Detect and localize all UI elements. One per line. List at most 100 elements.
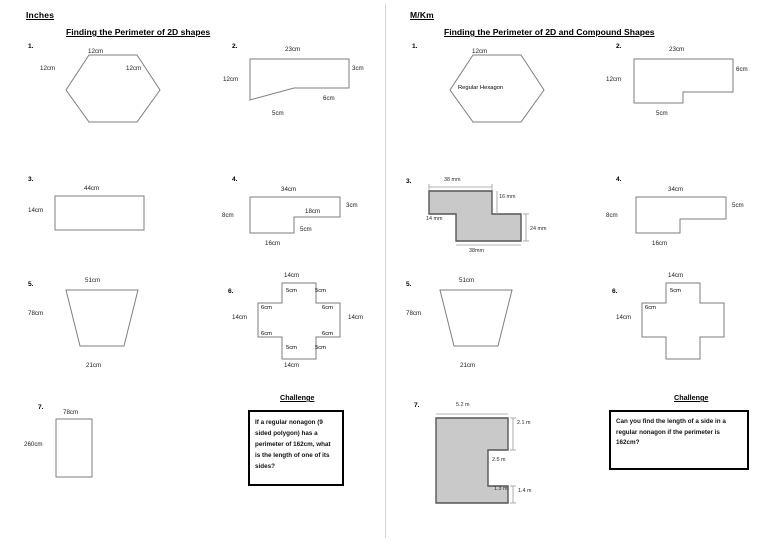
left-q4-step-shape xyxy=(249,196,341,234)
left-q5-number: 5. xyxy=(28,281,34,288)
left-panel: Inches Finding the Perimeter of 2D shape… xyxy=(24,10,364,486)
right-q5-trapezium xyxy=(439,289,513,347)
left-q6-mid-left-lower-label: 6cm xyxy=(261,331,272,337)
right-q4-number: 4. xyxy=(616,176,622,183)
left-q4-left-label: 8cm xyxy=(222,212,234,219)
right-q2-top-label: 23cm xyxy=(669,46,685,53)
right-unit-label: M/Km xyxy=(410,10,434,20)
right-q7-right-lower-label: 1.4 m xyxy=(518,488,532,494)
left-challenge-text: If a regular nonagon (9 sided polygon) h… xyxy=(255,419,331,471)
left-q3-number: 3. xyxy=(28,176,34,183)
left-q6-bottom-right-label: 5cm xyxy=(315,345,326,351)
right-q2-right-label: 6cm xyxy=(736,66,748,73)
right-q4-right-label: 5cm xyxy=(732,202,744,209)
right-q6-top-left-label: 5cm xyxy=(670,288,681,294)
right-challenge-text: Can you find the length of a side in a r… xyxy=(616,418,726,447)
left-q1-number: 1. xyxy=(28,43,34,50)
right-q1-hexagon xyxy=(449,54,545,123)
left-q6-mid-left-upper-label: 6cm xyxy=(261,305,272,311)
right-q1-top-label: 12cm xyxy=(472,48,488,55)
right-q6-number: 6. xyxy=(612,288,618,295)
left-q7-rectangle xyxy=(55,418,93,478)
left-q4-bottom-label: 16cm xyxy=(265,240,281,247)
left-unit-label: Inches xyxy=(26,10,55,20)
left-worksheet-title: Finding the Perimeter of 2D shapes xyxy=(66,27,211,37)
left-q5-trapezium xyxy=(65,289,139,347)
left-q6-cross xyxy=(257,282,341,360)
left-q6-number: 6. xyxy=(228,288,234,295)
right-challenge-box: Can you find the length of a side in a r… xyxy=(609,410,749,470)
right-q3-shaded-compound xyxy=(428,184,529,246)
right-q2-left-label: 12cm xyxy=(606,76,622,83)
left-q6-top-label: 14cm xyxy=(284,272,300,279)
left-q6-top-left-label: 5cm xyxy=(286,288,297,294)
left-challenge-heading: Challenge xyxy=(280,393,315,402)
right-q5-left-label: 78cm xyxy=(406,310,422,317)
left-q1-left-label: 12cm xyxy=(40,65,56,72)
right-q3-left-label: 14 mm xyxy=(426,216,443,222)
left-q6-bottom-label: 14cm xyxy=(284,362,300,369)
right-q7-number: 7. xyxy=(414,402,420,409)
right-q6-cross xyxy=(641,282,725,360)
right-q6-left-label: 14cm xyxy=(616,314,632,321)
left-q3-left-label: 14cm xyxy=(28,207,44,214)
right-q3-bottom-label: 38mm xyxy=(469,248,484,254)
right-worksheet-title: Finding the Perimeter of 2D and Compound… xyxy=(444,27,655,37)
right-q2-step-shape xyxy=(633,58,734,104)
left-q2-top-label: 23cm xyxy=(285,46,301,53)
left-q2-left-label: 12cm xyxy=(223,76,239,83)
right-q3-top-label: 38 mm xyxy=(444,177,461,183)
left-q6-mid-right-lower-label: 6cm xyxy=(322,331,333,337)
left-q2-bottom-label: 5cm xyxy=(272,110,284,117)
left-q5-left-label: 78cm xyxy=(28,310,44,317)
left-q4-right-label: 3cm xyxy=(346,202,358,209)
right-q2-bottom-label: 5cm xyxy=(656,110,668,117)
right-q6-mid-left-label: 6cm xyxy=(645,305,656,311)
left-q4-number: 4. xyxy=(232,176,238,183)
panel-divider xyxy=(385,4,386,538)
left-q1-top-label: 12cm xyxy=(88,48,104,55)
left-q2-slant-label: 6cm xyxy=(323,95,335,102)
right-challenge-heading: Challenge xyxy=(674,393,709,402)
left-challenge-box: If a regular nonagon (9 sided polygon) h… xyxy=(248,410,344,486)
left-q7-top-label: 78cm xyxy=(63,409,79,416)
right-q1-inner-label: Regular Hexagon xyxy=(458,85,504,91)
left-q6-right-label: 14cm xyxy=(348,314,364,321)
right-q5-top-label: 51cm xyxy=(459,277,475,284)
right-q1-number: 1. xyxy=(412,43,418,50)
left-q3-top-label: 44cm xyxy=(84,185,100,192)
left-q2-shape xyxy=(249,58,350,101)
right-q7-right-upper-label: 2.1 m xyxy=(517,420,531,426)
left-q1-right-label: 12cm xyxy=(126,65,142,72)
right-q7-top-label: 5.2 m xyxy=(456,402,470,408)
right-q5-bottom-label: 21cm xyxy=(460,362,476,369)
left-q5-top-label: 51cm xyxy=(85,277,101,284)
left-q4-top-label: 34cm xyxy=(281,186,297,193)
right-q6-top-label: 14cm xyxy=(668,272,684,279)
right-panel: M/Km Finding the Perimeter of 2D and Com… xyxy=(384,0,768,542)
left-q7-number: 7. xyxy=(38,404,44,411)
left-q6-top-right-label: 5cm xyxy=(315,288,326,294)
right-q3-number: 3. xyxy=(406,178,412,185)
right-q4-left-label: 8cm xyxy=(606,212,618,219)
left-q4-step-top-label: 18cm xyxy=(305,208,321,215)
left-q5-bottom-label: 21cm xyxy=(86,362,102,369)
left-q1-hexagon xyxy=(65,54,161,123)
left-q6-left-label: 14cm xyxy=(232,314,248,321)
right-q7-shaded-compound xyxy=(435,413,516,504)
left-q4-step-side-label: 5cm xyxy=(300,226,312,233)
right-q4-top-label: 34cm xyxy=(668,186,684,193)
right-q4-bottom-label: 16cm xyxy=(652,240,668,247)
left-q2-number: 2. xyxy=(232,43,238,50)
right-q3-right-upper-label: 16 mm xyxy=(499,194,516,200)
right-q2-number: 2. xyxy=(616,43,622,50)
right-q3-right-lower-label: 24 mm xyxy=(530,226,547,232)
left-q6-mid-right-upper-label: 6cm xyxy=(322,305,333,311)
left-q7-left-label: 260cm xyxy=(24,441,43,448)
left-q6-bottom-left-label: 5cm xyxy=(286,345,297,351)
right-q7-step-lower-label: 1.3 m xyxy=(494,486,508,492)
right-q7-step-label: 2.5 m xyxy=(492,457,506,463)
left-q2-right-label: 3cm xyxy=(352,65,364,72)
right-q5-number: 5. xyxy=(406,281,412,288)
